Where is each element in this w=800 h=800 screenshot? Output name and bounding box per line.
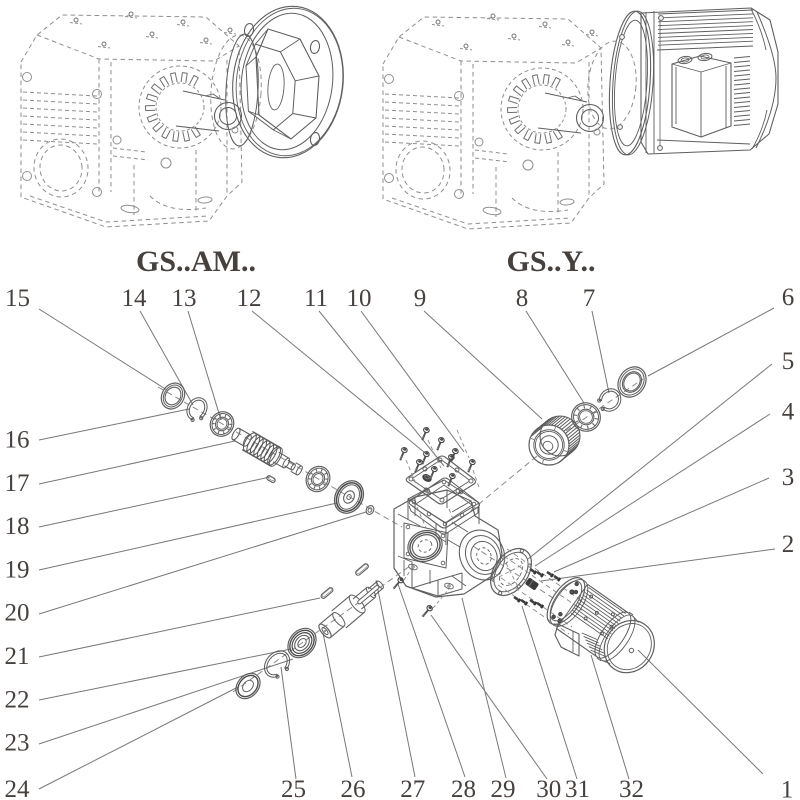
svg-text:5: 5 bbox=[782, 348, 795, 375]
svg-text:32: 32 bbox=[619, 776, 644, 800]
svg-text:13: 13 bbox=[172, 285, 197, 312]
svg-text:14: 14 bbox=[122, 285, 148, 312]
svg-text:12: 12 bbox=[237, 285, 262, 312]
svg-text:8: 8 bbox=[516, 285, 529, 312]
svg-text:27: 27 bbox=[400, 776, 425, 800]
svg-text:10: 10 bbox=[347, 285, 372, 312]
svg-text:21: 21 bbox=[5, 643, 30, 670]
svg-text:26: 26 bbox=[341, 776, 366, 800]
svg-text:23: 23 bbox=[5, 730, 30, 757]
svg-text:16: 16 bbox=[5, 427, 30, 454]
svg-text:9: 9 bbox=[414, 285, 427, 312]
svg-text:17: 17 bbox=[5, 470, 30, 497]
svg-text:25: 25 bbox=[281, 776, 306, 800]
svg-text:11: 11 bbox=[304, 285, 328, 312]
svg-text:2: 2 bbox=[782, 531, 795, 558]
svg-text:31: 31 bbox=[565, 776, 590, 800]
svg-text:GS..Y..: GS..Y.. bbox=[507, 245, 596, 278]
svg-text:24: 24 bbox=[5, 776, 31, 800]
svg-text:18: 18 bbox=[5, 513, 30, 540]
svg-text:GS..AM..: GS..AM.. bbox=[136, 245, 256, 278]
svg-text:4: 4 bbox=[782, 399, 795, 426]
svg-text:22: 22 bbox=[5, 686, 30, 713]
svg-text:7: 7 bbox=[583, 285, 596, 312]
svg-text:6: 6 bbox=[782, 284, 795, 311]
svg-text:29: 29 bbox=[491, 776, 516, 800]
svg-text:19: 19 bbox=[5, 556, 30, 583]
svg-text:15: 15 bbox=[5, 285, 30, 312]
svg-text:30: 30 bbox=[536, 776, 561, 800]
svg-text:3: 3 bbox=[782, 464, 795, 491]
svg-text:1: 1 bbox=[781, 777, 794, 800]
svg-text:28: 28 bbox=[451, 776, 476, 800]
svg-text:20: 20 bbox=[5, 600, 30, 627]
